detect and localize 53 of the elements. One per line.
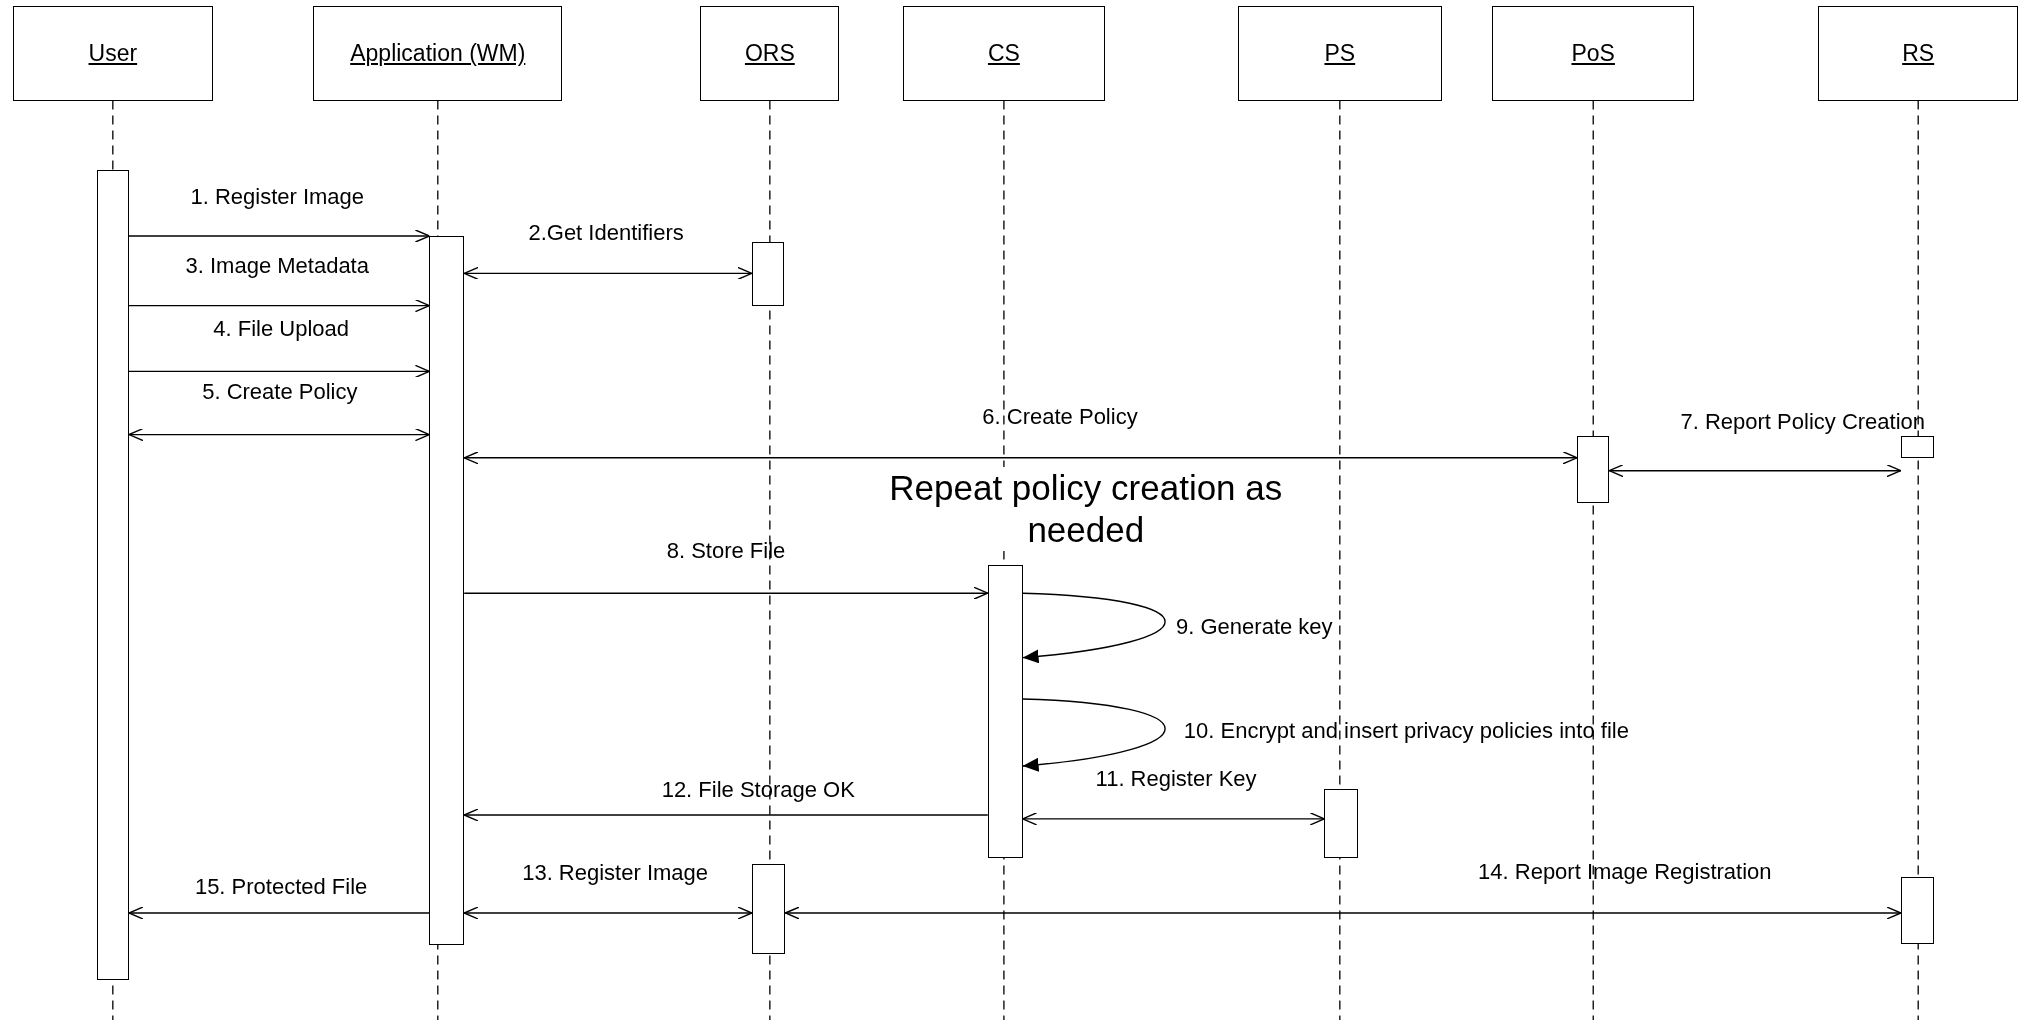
participant-name: Application (WM) <box>350 39 526 69</box>
participant-name: RS <box>1902 39 1935 69</box>
participant-name: PS <box>1324 39 1356 69</box>
participant-box <box>700 6 840 101</box>
message-arrow <box>1608 464 1902 478</box>
message-label: 12. File Storage OK <box>661 776 855 805</box>
participant-box <box>902 6 1106 101</box>
message-label: 15. Protected File <box>194 873 368 901</box>
participant-box <box>1818 6 2019 101</box>
participant-name: PoS <box>1571 39 1615 69</box>
message-label: 6. Create Policy <box>982 402 1138 431</box>
message-arrow <box>128 427 431 442</box>
message-arrow <box>463 906 753 920</box>
message-label: 8. Store File <box>666 536 786 565</box>
activation-bar <box>1324 789 1358 858</box>
message-arrow <box>463 266 753 281</box>
participant-name: User <box>88 39 138 69</box>
message-label: 11. Register Key <box>1095 765 1257 793</box>
activation-bar <box>751 242 785 306</box>
participant-box <box>1492 6 1695 101</box>
message-label: 3. Image Metadata <box>185 251 369 280</box>
activation-bar <box>429 236 465 946</box>
activation-bar <box>987 564 1023 858</box>
message-arrow <box>128 229 431 243</box>
message-arrow <box>463 808 989 822</box>
message-label: 14. Report Image Registration <box>1478 857 1772 886</box>
activation-bar <box>1900 876 1935 944</box>
message-label: 1. Register Image <box>190 183 365 212</box>
message-label: 2.Get Identifiers <box>528 219 684 248</box>
activation-bar <box>96 170 129 981</box>
participant-box <box>313 6 563 101</box>
message-label: 4. File Upload <box>213 315 349 343</box>
message-label: 10. Encrypt and insert privacy policies into file <box>1183 717 1629 745</box>
participant-box <box>12 6 213 101</box>
message-label: 5. Create Policy <box>202 378 358 406</box>
self-message-arrow <box>1021 592 1166 664</box>
participant-name: CS <box>987 39 1020 69</box>
message-arrow <box>463 586 989 600</box>
activation-bar <box>751 864 786 955</box>
message-arrow <box>784 906 1902 920</box>
message-arrow <box>128 364 431 379</box>
self-message-arrow <box>1021 698 1166 772</box>
message-label: 9. Generate key <box>1176 612 1333 641</box>
participant-name: ORS <box>744 39 795 69</box>
message-arrow <box>128 298 431 313</box>
message-arrow <box>1021 812 1326 826</box>
activation-bar <box>1900 435 1935 458</box>
message-label: 13. Register Image <box>522 859 709 887</box>
activation-bar <box>1577 435 1610 503</box>
message-label: 7. Report Policy Creation <box>1680 407 1926 436</box>
message-arrow <box>128 906 431 920</box>
message-arrow <box>463 451 1578 465</box>
participant-box <box>1237 6 1442 101</box>
